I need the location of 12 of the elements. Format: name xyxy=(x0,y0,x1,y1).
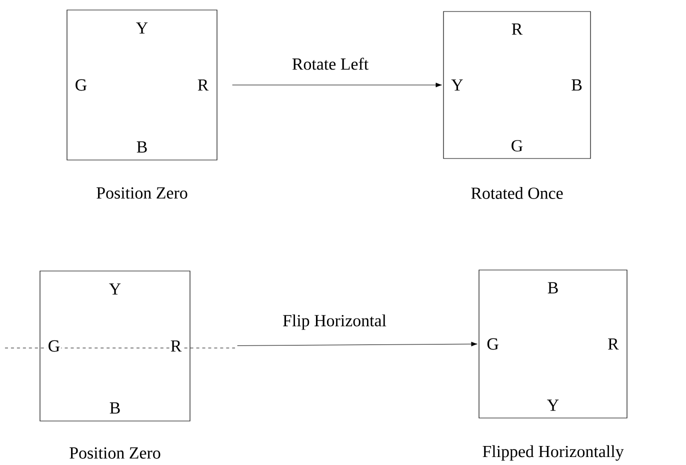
square-box: Y G R B xyxy=(40,270,190,422)
arrow xyxy=(237,342,478,346)
square-box: R Y B G xyxy=(443,11,591,159)
square-box: Y G R B xyxy=(66,10,218,160)
square-box: B G R Y xyxy=(478,270,628,418)
arrow xyxy=(232,82,442,88)
node-label: Flipped Horizontally xyxy=(482,445,624,461)
node-label: Rotated Once xyxy=(471,187,563,199)
node-label: Position Zero xyxy=(96,187,188,199)
edge-label: Rotate Left xyxy=(290,56,370,71)
node-label: Position Zero xyxy=(70,447,160,459)
edge-label: Flip Horizontal xyxy=(282,313,388,331)
